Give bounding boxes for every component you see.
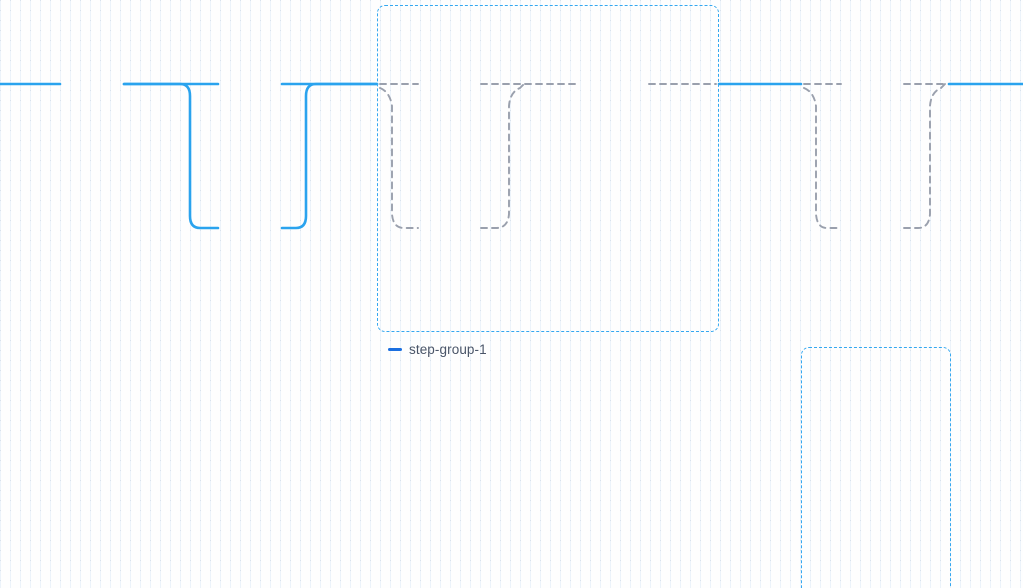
group-box-step-group-1[interactable] — [377, 5, 719, 332]
edge-run1-run3 — [122, 82, 220, 230]
group-box-step-group-2[interactable] — [801, 347, 951, 588]
edge-run9-hub2out — [903, 83, 946, 229]
minus-icon[interactable] — [388, 348, 402, 351]
group-label-text: step-group-1 — [409, 342, 487, 357]
edge-hub2-run9 — [803, 87, 842, 229]
group-label-step-group-1[interactable]: step-group-1 — [388, 342, 1023, 357]
edge-run3-hub1 — [280, 82, 379, 230]
